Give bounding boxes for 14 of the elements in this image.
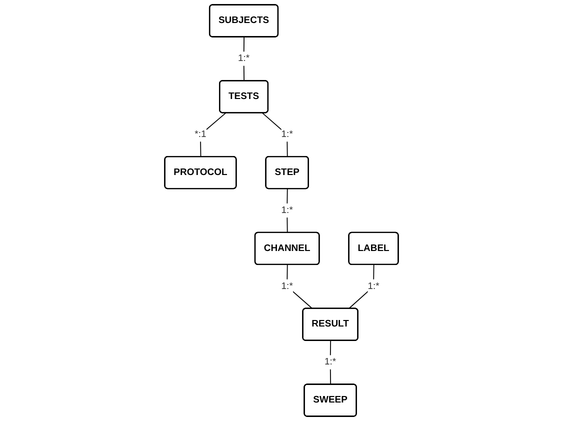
connector bbox=[243, 36, 245, 82]
edge-label: 1:* bbox=[281, 129, 293, 140]
edge-label: 1:* bbox=[238, 53, 250, 64]
edge-label: 1:* bbox=[281, 281, 293, 292]
edge-label: 1:* bbox=[281, 205, 293, 216]
connector bbox=[262, 112, 288, 158]
edge-label: 1:* bbox=[324, 356, 336, 368]
connector bbox=[200, 112, 226, 158]
edge-label: 1:* bbox=[368, 281, 380, 292]
connector bbox=[286, 188, 288, 234]
connector bbox=[330, 340, 332, 385]
connector bbox=[286, 264, 313, 310]
edge-label: *:1 bbox=[194, 129, 206, 140]
connector bbox=[348, 264, 374, 310]
